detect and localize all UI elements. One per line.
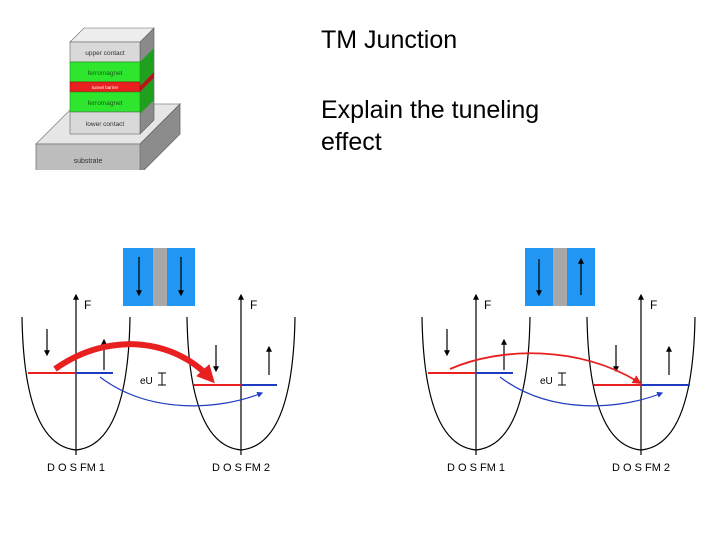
tunneling-diagram-antiparallel: F F eU D O S FM 1 D O S FM 2 — [421, 248, 696, 474]
tunneling-arrow-minority — [499, 376, 664, 407]
dos-label-fm2: D O S FM 2 — [212, 462, 270, 474]
dos1-curve-majority — [75, 316, 131, 451]
tunneling-arrow-majority — [53, 341, 215, 384]
dos2-curve-minority — [640, 316, 696, 451]
barrier-side — [140, 72, 154, 92]
dos1-curve-majority — [475, 316, 531, 451]
dos2-curve-majority — [586, 316, 642, 451]
junction-stack-illustration: substrate upper contact ferromagnet tunn… — [35, 27, 181, 170]
ferromagnet-upper-side — [140, 48, 154, 86]
magnet-left-layer — [123, 248, 153, 306]
pillar-top — [69, 27, 155, 43]
bias-label: eU — [540, 376, 553, 387]
dos2-curve-minority — [186, 316, 242, 451]
dos-label-fm2: D O S FM 2 — [612, 462, 670, 474]
substrate-label: substrate — [74, 158, 103, 165]
fermi-label-left: F — [84, 298, 91, 312]
fermi-label-right: F — [650, 298, 657, 312]
layer-label-lower-contact: lower contact — [86, 121, 124, 128]
slide-body-text: Explain the tuneling effect — [321, 96, 540, 156]
dos-label-fm1: D O S FM 1 — [447, 462, 505, 474]
bias-label: eU — [140, 376, 153, 387]
tunneling-diagram-parallel: F F eU D O S FM 1 D O S FM 2 — [21, 248, 296, 474]
ferromagnet-lower-side — [140, 78, 154, 114]
substrate-front — [35, 143, 141, 170]
slide-title: TM Junction — [321, 26, 458, 54]
dos2-curve-majority — [240, 316, 296, 451]
tunneling-arrow-minority — [99, 376, 264, 407]
magnet-barrier — [553, 248, 567, 306]
layer-label-upper-contact: upper contact — [85, 50, 125, 57]
dos1-curve-minority — [421, 316, 477, 451]
dos1-curve-minority — [21, 316, 77, 451]
layer-label-ferromagnet-lower: ferromagnet — [87, 100, 122, 107]
fermi-label-right: F — [250, 298, 257, 312]
magnet-barrier — [153, 248, 167, 306]
layer-label-ferromagnet-upper: ferromagnet — [87, 70, 122, 77]
dos-label-fm1: D O S FM 1 — [47, 462, 105, 474]
fermi-label-left: F — [484, 298, 491, 312]
layer-lower-contact — [69, 111, 141, 135]
layer-label-tunnel-barrier: tunnel barrier — [92, 85, 119, 90]
tunneling-arrow-majority — [449, 352, 642, 384]
